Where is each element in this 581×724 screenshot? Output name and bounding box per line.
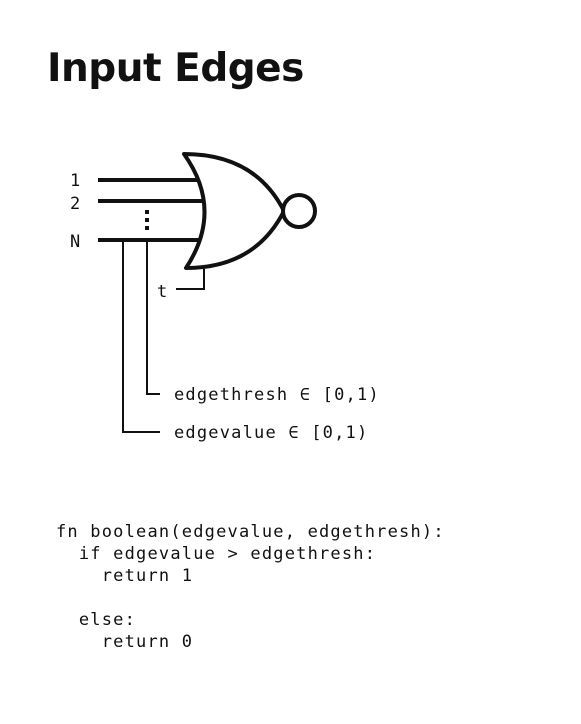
edgevalue-label: edgevalue ∈ [0,1) bbox=[174, 423, 368, 443]
threshold-connector bbox=[176, 266, 205, 290]
inversion-bubble bbox=[281, 193, 317, 229]
input-label-1: 1 bbox=[70, 171, 81, 191]
edgethresh-label: edgethresh ∈ [0,1) bbox=[174, 385, 380, 405]
ellipsis-dot bbox=[145, 210, 149, 214]
code-block: fn boolean(edgevalue, edgethresh): if ed… bbox=[56, 521, 445, 653]
code-line: return 0 bbox=[56, 632, 194, 652]
edgevalue-connector bbox=[122, 240, 160, 433]
code-line: return 1 bbox=[56, 566, 194, 586]
code-line bbox=[56, 587, 445, 609]
threshold-label: t bbox=[157, 282, 168, 302]
code-line: else: bbox=[56, 610, 137, 630]
ellipsis-dots bbox=[145, 210, 149, 230]
edgethresh-connector bbox=[146, 240, 160, 395]
input-label-2: 2 bbox=[70, 194, 81, 214]
ellipsis-dot bbox=[145, 226, 149, 230]
input-label-n: N bbox=[70, 232, 81, 252]
nor-gate-body bbox=[182, 152, 286, 270]
page-title: Input Edges bbox=[47, 46, 304, 91]
code-line: fn boolean(edgevalue, edgethresh): bbox=[56, 522, 445, 542]
input-lines bbox=[98, 178, 204, 242]
ellipsis-dot bbox=[145, 218, 149, 222]
code-line: if edgevalue > edgethresh: bbox=[56, 544, 377, 564]
